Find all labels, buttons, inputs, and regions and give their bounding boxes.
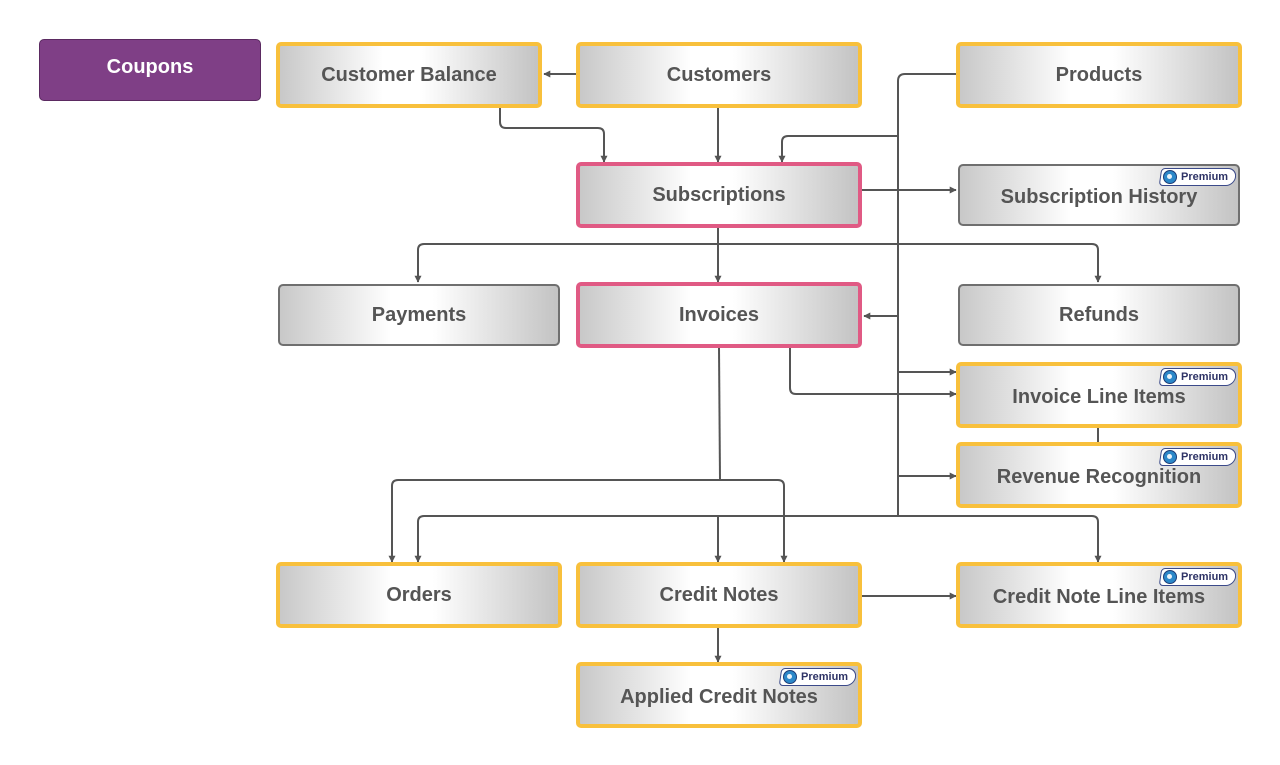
invoice-line-items-label: Invoice Line Items <box>1012 385 1186 408</box>
orders-node: Orders <box>276 562 562 628</box>
premium-badge: Premium <box>1158 568 1238 586</box>
subscriptions-label: Subscriptions <box>652 183 786 206</box>
coupons-label: Coupons <box>106 56 194 78</box>
premium-icon <box>1162 450 1177 464</box>
payments-label: Payments <box>371 303 467 326</box>
payments-node: Payments <box>278 284 560 346</box>
products-label: Products <box>1055 63 1143 86</box>
premium-icon <box>1162 170 1177 184</box>
subscription-history-label: Subscription History <box>1000 185 1198 208</box>
applied-credit-notes-node: Applied Credit Notes Premium <box>576 662 862 728</box>
applied-credit-notes-label: Applied Credit Notes <box>620 685 818 708</box>
edge-invoices-to-invoice-line-items <box>789 348 957 398</box>
edge-products-to-credit-note-line-items <box>898 515 1102 563</box>
premium-icon <box>1162 370 1177 384</box>
revenue-recognition-node: Revenue Recognition Premium <box>956 442 1242 508</box>
premium-badge-label: Premium <box>1180 171 1228 183</box>
edge-products-to-subscriptions <box>778 135 898 163</box>
customer-balance-label: Customer Balance <box>321 63 497 86</box>
premium-badge: Premium <box>778 668 858 686</box>
customers-label: Customers <box>666 63 772 86</box>
premium-icon <box>782 670 797 684</box>
premium-badge: Premium <box>1158 448 1238 466</box>
premium-badge-label: Premium <box>1180 571 1228 583</box>
refunds-node: Refunds <box>958 284 1240 346</box>
credit-notes-label: Credit Notes <box>659 583 779 606</box>
invoice-line-items-node: Invoice Line Items Premium <box>956 362 1242 428</box>
edge-invoices-to-credit-notes <box>720 479 788 563</box>
credit-note-line-items-node: Credit Note Line Items Premium <box>956 562 1242 628</box>
coupons-node: Coupons <box>39 39 261 101</box>
revenue-recognition-label: Revenue Recognition <box>996 465 1202 488</box>
edge-subscriptions-to-payments <box>414 243 718 283</box>
customers-node: Customers <box>576 42 862 108</box>
products-node: Products <box>956 42 1242 108</box>
edge-subscriptions-to-refunds <box>718 243 1102 283</box>
credit-note-line-items-label: Credit Note Line Items <box>992 585 1206 608</box>
premium-badge-label: Premium <box>1180 451 1228 463</box>
customer-balance-node: Customer Balance <box>276 42 542 108</box>
edge-products-trunk <box>897 73 958 516</box>
edge-invoices-to-orders <box>388 479 720 563</box>
subscription-history-node: Subscription History Premium <box>958 164 1240 226</box>
edge-products-bottom-bus <box>414 515 898 563</box>
premium-badge-label: Premium <box>800 671 848 683</box>
edge-customer-balance-to-subscriptions <box>499 108 608 163</box>
premium-badge-label: Premium <box>1180 371 1228 383</box>
invoices-label: Invoices <box>678 303 760 326</box>
premium-badge: Premium <box>1158 368 1238 386</box>
premium-icon <box>1162 570 1177 584</box>
edge-invoices-trunk <box>718 347 721 481</box>
premium-badge: Premium <box>1158 168 1238 186</box>
credit-notes-node: Credit Notes <box>576 562 862 628</box>
invoices-node: Invoices <box>576 282 862 348</box>
subscriptions-node: Subscriptions <box>576 162 862 228</box>
refunds-label: Refunds <box>1059 303 1139 326</box>
orders-label: Orders <box>386 583 452 606</box>
